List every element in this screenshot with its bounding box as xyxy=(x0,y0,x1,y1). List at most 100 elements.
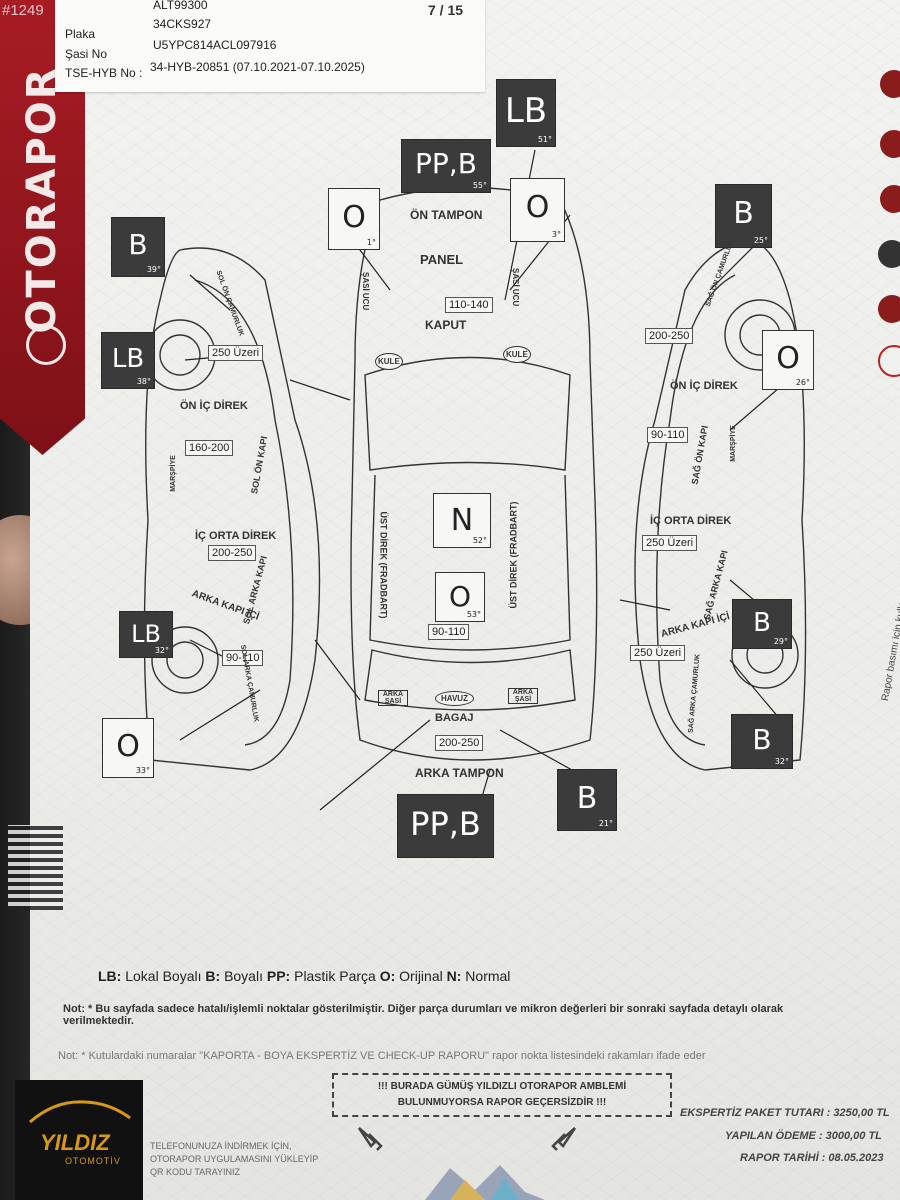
emblem-warning-line-2: BULUNMUYORSA RAPOR GEÇERSİZDİR !!! xyxy=(397,1097,607,1108)
label-on-ic-direk-left: ÖN İÇ DİREK xyxy=(180,400,248,412)
part-code: B xyxy=(128,228,148,261)
label-ic-orta-direk-left: İÇ ORTA DİREK xyxy=(195,530,277,542)
value-right-rear-door: 250 Üzeri xyxy=(642,535,698,551)
part-code: O xyxy=(448,580,472,613)
plate-label: Plaka xyxy=(65,27,96,41)
part-code: LB xyxy=(131,620,161,648)
part-degree: 55° xyxy=(472,181,487,190)
car-silhouette-icon xyxy=(29,1100,131,1124)
package-price: EKSPERTİZ PAKET TUTARI : 3250,00 TL xyxy=(680,1107,890,1119)
part-code: B xyxy=(576,781,598,816)
label-marspiye-right: MARŞPİYE xyxy=(729,425,737,462)
badge-icon-1 xyxy=(880,70,900,98)
badge-icon-4 xyxy=(878,240,900,268)
value-left-front-door: 160-200 xyxy=(185,440,234,456)
part-code: O xyxy=(116,729,140,764)
part-degree: 39° xyxy=(146,265,161,274)
app-instructions: TELEFONUNUZA İNDİRMEK İÇİN, OTORAPOR UYG… xyxy=(150,1140,318,1179)
label-kaput: KAPUT xyxy=(425,318,467,332)
chassis-label: Şasi No xyxy=(65,47,108,61)
dealer-name: YILDIZ xyxy=(40,1130,110,1155)
part-code: N xyxy=(450,503,474,538)
listing-watermark: #1249 xyxy=(2,2,44,19)
value-kaput: 110-140 xyxy=(445,297,493,313)
note-1: Not: * Bu sayfada sadece hatalı/işlemli … xyxy=(63,1003,863,1027)
part-code: B xyxy=(752,723,772,756)
legend-n-code: N: xyxy=(446,968,462,984)
legend-b-code: B: xyxy=(205,968,221,984)
legend-o-code: O: xyxy=(379,968,396,984)
part-degree: 21° xyxy=(598,819,613,828)
value-right-front-door: 90-110 xyxy=(647,427,689,443)
hand-icon-right xyxy=(551,1127,577,1151)
value-right-front-fender: 200-250 xyxy=(645,328,694,344)
part-box-o-right-front: O 26° xyxy=(762,330,814,390)
value-right-rear-fender: 250 Üzeri xyxy=(630,645,686,661)
part-degree: 29° xyxy=(773,637,788,646)
value-left-rear-door: 200-250 xyxy=(208,545,257,561)
label-arka-tampon: ARKA TAMPON xyxy=(415,766,504,780)
part-degree: 26° xyxy=(795,378,810,387)
label-havuz: HAVUZ xyxy=(435,691,474,706)
part-code: PP,B xyxy=(410,805,481,843)
top-body xyxy=(350,186,598,761)
badge-icon-6 xyxy=(878,345,900,377)
label-panel: PANEL xyxy=(420,252,464,267)
label-marspiye-left: MARŞPİYE xyxy=(169,455,177,492)
emblem-warning-box: !!! BURADA GÜMÜŞ YILDIZLI OTORAPOR AMBLE… xyxy=(332,1073,672,1117)
part-degree: 38° xyxy=(136,377,151,386)
label-kule-right: KULE xyxy=(503,346,531,363)
brand-logo-icon xyxy=(26,325,66,365)
part-degree: 51° xyxy=(537,135,552,144)
part-code: O xyxy=(342,200,366,235)
badge-icon-3 xyxy=(880,185,900,213)
dealer-logo: YILDIZ OTOMOTİV xyxy=(15,1080,143,1200)
tse-value: 34-HYB-20851 (07.10.2021-07.10.2025) xyxy=(150,60,365,74)
label-arka-sasi-right: ARKA ŞASİ xyxy=(508,688,538,704)
part-box-ppb-rear: PP,B xyxy=(398,795,493,857)
part-degree: 25° xyxy=(753,236,768,245)
model-value: ALT99300 xyxy=(153,0,208,12)
report-header: ALT99300 Plaka 34CKS927 Şasi No U5YPC814… xyxy=(55,0,485,92)
label-ust-direk-right: ÜST DİREK (FRADBART) xyxy=(508,501,519,609)
part-code: O xyxy=(525,190,550,225)
page-number: 7 / 15 xyxy=(428,2,464,18)
value-trunk: 200-250 xyxy=(435,735,484,751)
legend-lb-text: Lokal Boyalı xyxy=(125,968,202,984)
report-date: RAPOR TARİHİ : 08.05.2023 xyxy=(740,1152,884,1164)
dealer-sub: OTOMOTİV xyxy=(65,1156,121,1166)
part-code: PP,B xyxy=(415,147,477,180)
part-degree: 32° xyxy=(154,646,169,655)
legend-o-text: Orijinal xyxy=(399,968,443,984)
part-code: B xyxy=(753,608,771,638)
label-bagaj: BAGAJ xyxy=(435,712,474,724)
label-sasi-ucu-left: ŞASİ UCU xyxy=(361,272,370,311)
legend-n-text: Normal xyxy=(465,968,511,984)
paid-amount: YAPILAN ÖDEME : 3000,00 TL xyxy=(725,1130,882,1142)
qr-code xyxy=(8,825,63,910)
brand-name: OTORAPOR xyxy=(19,66,65,334)
legend-lb-code: LB: xyxy=(98,968,122,984)
value-left-rear-fender: 90-110 xyxy=(222,650,264,666)
app-text-3: QR KODU TARAYINIZ xyxy=(150,1167,241,1177)
part-code: O xyxy=(776,341,800,376)
label-sasi-ucu-right: ŞASİ UCU xyxy=(511,268,520,307)
tse-label: TSE-HYB No : xyxy=(65,66,143,80)
label-on-tampon: ÖN TAMPON xyxy=(410,208,483,222)
emblem-warning-line-1: !!! BURADA GÜMÜŞ YILDIZLI OTORAPOR AMBLE… xyxy=(377,1081,627,1092)
legend: LB: Lokal Boyalı B: Boyalı PP: Plastik P… xyxy=(98,968,510,984)
part-degree: 32° xyxy=(774,757,789,766)
value-roof: 90-110 xyxy=(428,624,470,640)
part-code: LB xyxy=(504,91,548,131)
